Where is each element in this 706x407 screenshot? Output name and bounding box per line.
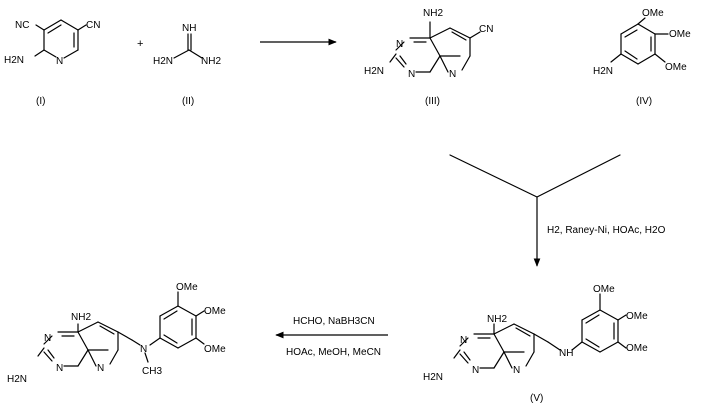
- nitrile-label: CN: [86, 20, 100, 31]
- ring-nitrogen-label: N: [97, 363, 104, 374]
- reagent-label-step2: H2, Raney-Ni, HOAc, H2O: [547, 225, 666, 236]
- compound-i: NC CN H2N N (I): [4, 19, 100, 107]
- amino-label: H2N: [364, 66, 384, 77]
- ring-nitrogen-label: N: [408, 69, 415, 80]
- compound-vi: NH2 H2N N CH3 OMe OMe OMe N N N: [7, 282, 226, 385]
- compound-iii: NH2 H2N CN N N N (III): [364, 8, 493, 107]
- nitrile-label: NC: [15, 20, 29, 31]
- methoxy-label: OMe: [204, 306, 226, 317]
- compound-iv: OMe OMe OMe H2N (IV): [593, 8, 691, 107]
- amino-label: H2N: [7, 374, 27, 385]
- tertiary-amine-label: N: [140, 344, 147, 355]
- ring-nitrogen-label: N: [56, 363, 63, 374]
- amino-label: NH2: [423, 8, 443, 19]
- compound-label-ii: (II): [182, 96, 194, 107]
- amino-label: H2N: [593, 66, 613, 77]
- amino-label: NH2: [201, 56, 221, 67]
- amino-label: NH2: [487, 314, 507, 325]
- methoxy-label: OMe: [669, 29, 691, 40]
- reagent-label-step3-top: HCHO, NaBH3CN: [293, 316, 375, 327]
- ring-nitrogen-label: N: [396, 39, 403, 50]
- compound-label-v: (V): [530, 393, 543, 404]
- ring-nitrogen-label: N: [449, 69, 456, 80]
- amino-label: NH2: [71, 312, 91, 323]
- methoxy-label: OMe: [665, 62, 687, 73]
- ring-nitrogen-label: N: [513, 365, 520, 376]
- methoxy-label: OMe: [204, 344, 226, 355]
- plus-sign: +: [137, 38, 143, 50]
- ring-nitrogen-label: N: [56, 56, 63, 67]
- compound-label-iii: (III): [425, 96, 440, 107]
- methoxy-label: OMe: [626, 343, 648, 354]
- merge-bracket: [449, 154, 621, 267]
- reagent-label-step3-bottom: HOAc, MeOH, MeCN: [286, 347, 381, 358]
- compound-ii: NH H2N NH2 (II): [153, 23, 221, 107]
- compound-label-iv: (IV): [636, 96, 652, 107]
- ring-nitrogen-label: N: [460, 335, 467, 346]
- nitrile-label: CN: [479, 24, 493, 35]
- methoxy-label: OMe: [176, 282, 198, 293]
- amine-nh-label: NH: [559, 348, 573, 359]
- methoxy-label: OMe: [626, 311, 648, 322]
- amino-label: H2N: [4, 55, 24, 66]
- ring-nitrogen-label: N: [472, 365, 479, 376]
- amino-label: H2N: [423, 372, 443, 383]
- compound-label-i: (I): [36, 96, 45, 107]
- compound-v: NH2 H2N NH OMe OMe OMe N N N (V): [423, 284, 648, 404]
- imine-label: NH: [182, 23, 196, 34]
- methoxy-label: OMe: [642, 8, 664, 19]
- ring-nitrogen-label: N: [44, 333, 51, 344]
- methyl-label: CH3: [142, 366, 162, 377]
- amino-label: H2N: [153, 56, 173, 67]
- methoxy-label: OMe: [593, 284, 615, 295]
